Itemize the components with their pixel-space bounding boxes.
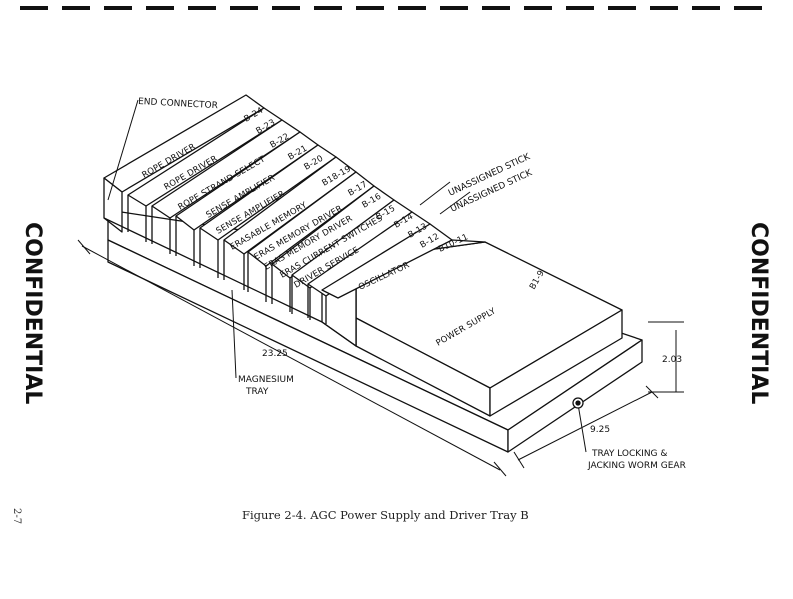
module-stick-stack (103, 94, 453, 324)
width-dimension: 9.25 (590, 425, 610, 435)
length-dimension: 23.25 (262, 349, 288, 359)
page-number: 2-7 (11, 508, 22, 525)
height-dimension: 2.03 (662, 355, 682, 365)
tray-locking-label: TRAY LOCKING & (591, 449, 667, 459)
dimension-lines (77, 239, 684, 477)
tray-locking-label: JACKING WORM GEAR (587, 461, 686, 471)
figure-caption: Figure 2-4. AGC Power Supply and Driver … (242, 508, 529, 522)
magnesium-tray-label: TRAY (245, 387, 269, 397)
confidential-marking-right: CONFIDENTIAL (746, 222, 771, 404)
magnesium-tray-label: MAGNESIUM (238, 375, 294, 385)
end-connector-label: END CONNECTOR (138, 97, 218, 111)
confidential-marking-left: CONFIDENTIAL (20, 222, 45, 404)
